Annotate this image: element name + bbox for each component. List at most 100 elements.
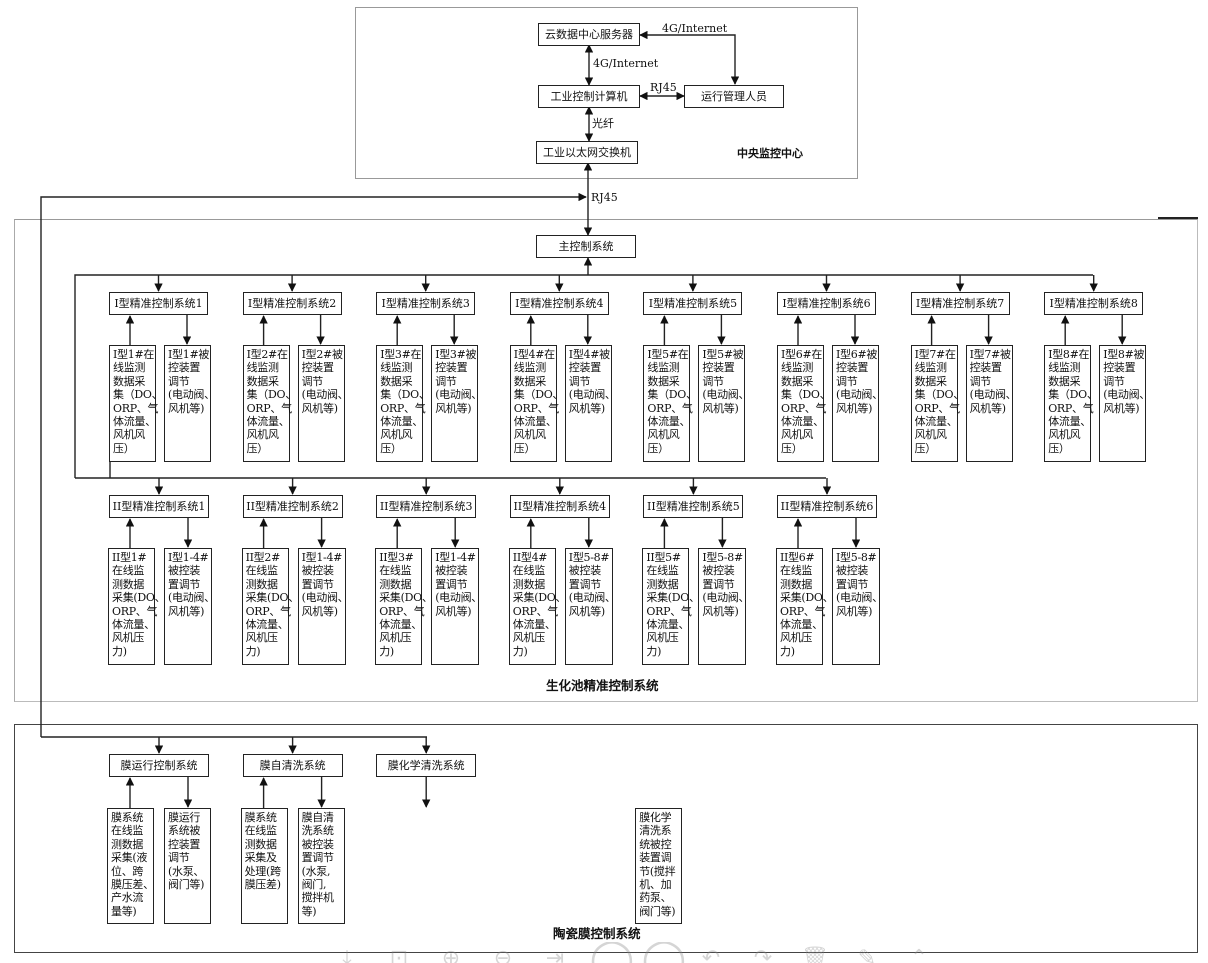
type1-system-box-label: I型精准控制系统7 (915, 296, 1005, 310)
central-monitoring-frame (355, 7, 858, 179)
type1-system-box-label: I型精准控制系统8 (1049, 296, 1138, 310)
type1-actuator-box: I型8#被 控装置 调节 (电动阀、 风机等) (1099, 345, 1150, 462)
type1-actuator-box: I型7#被 控装置 调节 (电动阀、 风机等) (965, 345, 1017, 462)
type1-sensor-box-label: I型7#在 线监测 数据采 集（DO、 ORP、气 体流量、 风机风 压） (914, 348, 965, 455)
membrane-sensor-box-label: 膜系统 在线监 测数据 采集(液 位、跨 膜压差、 产水流 量等) (111, 811, 154, 918)
type2-sensor-box: II型4# 在线监 测数据 采集(DO、 ORP、气 体流量、 风机压 力) (508, 548, 566, 665)
type2-system-box-label: II型精准控制系统4 (513, 499, 607, 513)
type1-actuator-box-label: I型6#被 控装置 调节 (电动阀、 风机等) (836, 348, 883, 415)
link-label-cloud-ops: 4G/Internet (662, 22, 728, 35)
type1-sensor-box-label: I型8#在 线监测 数据采 集（DO、 ORP、气 体流量、 风机风 压） (1048, 348, 1098, 455)
download-icon[interactable]: ⤓ (342, 946, 352, 963)
type1-system-box-label: I型精准控制系统5 (648, 296, 738, 310)
undo-icon[interactable]: ↶ (701, 946, 721, 963)
scroll-up-icon[interactable]: ⌃ (909, 946, 929, 963)
delete-icon[interactable]: 🗑 (801, 946, 829, 963)
type1-actuator-box-label: I型1#被 控装置 调节 (电动阀、 风机等) (168, 348, 215, 415)
type1-system-box-label: I型精准控制系统4 (515, 296, 604, 310)
type1-actuator-box-label: I型5#被 控装置 调节 (电动阀、 风机等) (702, 348, 750, 415)
type2-actuator-box: I型1-4# 被控装 置调节 (电动阀、 风机等) (431, 548, 482, 665)
type1-system-box-label: I型精准控制系统1 (114, 296, 203, 310)
type1-sensor-box: I型5#在 线监测 数据采 集（DO、 ORP、气 体流量、 风机风 压） (643, 345, 697, 462)
operators-box: 运行管理人员 (684, 85, 784, 108)
type1-system-box: I型精准控制系统5 (643, 292, 743, 315)
type1-system-box: I型精准控制系统7 (910, 292, 1010, 315)
main-control-label: 主控制系统 (558, 239, 614, 253)
membrane-actuator-box: 膜运行 系统被 控装置 调节 (水泵、 阀门等) (164, 808, 211, 924)
rotate-left-icon[interactable]: ◯ (589, 942, 635, 963)
type2-sensor-box-label: II型2# 在线监 测数据 采集(DO、 ORP、气 体流量、 风机压 力) (245, 551, 300, 658)
type1-system-box: I型精准控制系统4 (509, 292, 609, 315)
type1-system-box-label: I型精准控制系统3 (381, 296, 470, 310)
type1-actuator-box-label: I型2#被 控装置 调节 (电动阀、 风机等) (301, 348, 349, 415)
type1-system-box: I型精准控制系统8 (1044, 292, 1144, 315)
membrane-actuator-box-label: 膜化学 清洗系 统被控 装置调 节(搅拌 机、加 药泵、 阀门等) (639, 811, 676, 918)
type2-actuator-box: I型5-8# 被控装 置调节 (电动阀、 风机等) (564, 548, 616, 665)
membrane-system-box-label: 膜运行控制系统 (120, 758, 198, 772)
type2-system-box-label: II型精准控制系统6 (780, 499, 874, 513)
central-section-label: 中央监控中心 (737, 147, 803, 160)
membrane-actuator-box-label: 膜运行 系统被 控装置 调节 (水泵、 阀门等) (168, 811, 205, 892)
membrane-system-box: 膜化学清洗系统 (376, 754, 477, 777)
type2-actuator-box: I型1-4# 被控装 置调节 (电动阀、 风机等) (297, 548, 349, 665)
type1-actuator-box-label: I型4#被 控装置 调节 (电动阀、 风机等) (568, 348, 616, 415)
membrane-system-box-label: 膜自清洗系统 (259, 758, 326, 772)
redo-icon[interactable]: ↷ (753, 946, 773, 963)
type1-sensor-box: I型3#在 线监测 数据采 集（DO、 ORP、气 体流量、 风机风 压） (376, 345, 430, 462)
type2-sensor-box: II型5# 在线监 测数据 采集(DO、 ORP、气 体流量、 风机压 力) (642, 548, 700, 665)
type2-sensor-box-label: II型3# 在线监 测数据 采集(DO、 ORP、气 体流量、 风机压 力) (379, 551, 433, 658)
membrane-section-label: 陶瓷膜控制系统 (553, 926, 641, 941)
rotate-right-icon[interactable]: ◯ (641, 942, 687, 963)
type2-system-box: II型精准控制系统5 (643, 495, 744, 518)
type1-system-box-label: I型精准控制系统2 (247, 296, 337, 310)
type2-system-box: II型精准控制系统1 (109, 495, 209, 518)
membrane-frame (14, 724, 1198, 953)
type2-actuator-box-label: I型1-4# 被控装 置调节 (电动阀、 风机等) (168, 551, 215, 618)
membrane-system-box: 膜运行控制系统 (109, 754, 209, 777)
type2-system-box-label: II型精准控制系统3 (379, 499, 473, 513)
ipc-box: 工业控制计算机 (538, 85, 640, 108)
membrane-system-box: 膜自清洗系统 (242, 754, 343, 777)
type2-actuator-box-label: I型1-4# 被控装 置调节 (电动阀、 风机等) (301, 551, 349, 618)
link-label-ipc-ops: RJ45 (650, 81, 677, 94)
type1-sensor-box: I型1#在 线监测 数据采 集（DO、 ORP、气 体流量、 风机风 压） (109, 345, 163, 462)
type1-system-box: I型精准控制系统3 (376, 292, 476, 315)
type1-actuator-box-label: I型3#被 控装置 调节 (电动阀、 风机等) (435, 348, 482, 415)
type2-actuator-box-label: I型5-8# 被控装 置调节 (电动阀、 风机等) (568, 551, 616, 618)
switch-box: 工业以太网交换机 (536, 141, 638, 164)
type2-sensor-box-label: II型6# 在线监 测数据 采集(DO、 ORP、气 体流量、 风机压 力) (780, 551, 834, 658)
type1-system-box: I型精准控制系统1 (109, 292, 208, 315)
next-page-icon[interactable]: ⇥ (545, 946, 565, 963)
edit-icon[interactable]: ✎ (857, 946, 877, 963)
type1-sensor-box-label: I型6#在 线监测 数据采 集（DO、 ORP、气 体流量、 风机风 压） (781, 348, 831, 455)
bio-section-label: 生化池精准控制系统 (546, 678, 659, 693)
type2-sensor-box: II型2# 在线监 测数据 采集(DO、 ORP、气 体流量、 风机压 力) (241, 548, 299, 665)
main-control-box: 主控制系统 (536, 235, 636, 258)
membrane-actuator-box: 膜自清 洗系统 被控装 置调节 (水泵, 阀门, 搅拌机 等) (297, 808, 345, 924)
type1-system-box: I型精准控制系统6 (777, 292, 876, 315)
type1-sensor-box: I型4#在 线监测 数据采 集（DO、 ORP、气 体流量、 风机风 压） (509, 345, 563, 462)
type1-sensor-box: I型2#在 线监测 数据采 集（DO、 ORP、气 体流量、 风机风 压） (242, 345, 296, 462)
type1-system-box-label: I型精准控制系统6 (782, 296, 871, 310)
type1-sensor-box-label: I型3#在 线监测 数据采 集（DO、 ORP、气 体流量、 风机风 压） (380, 348, 430, 455)
type2-system-box: II型精准控制系统6 (777, 495, 877, 518)
fit-page-icon[interactable]: ⊡ (389, 946, 409, 963)
type2-sensor-box: II型3# 在线监 测数据 采集(DO、 ORP、气 体流量、 风机压 力) (375, 548, 433, 665)
zoom-in-icon[interactable]: ⊕ (441, 946, 461, 963)
type1-sensor-box: I型8#在 线监测 数据采 集（DO、 ORP、气 体流量、 风机风 压） (1044, 345, 1098, 462)
type2-actuator-box: I型1-4# 被控装 置调节 (电动阀、 风机等) (164, 548, 215, 665)
membrane-sensor-box: 膜系统 在线监 测数据 采集及 处理(跨 膜压差) (240, 808, 288, 924)
wire-rj45-loop (40, 192, 587, 737)
type2-system-box-label: II型精准控制系统1 (112, 499, 206, 513)
type1-actuator-box: I型3#被 控装置 调节 (电动阀、 风机等) (431, 345, 482, 462)
type1-actuator-box: I型6#被 控装置 调节 (电动阀、 风机等) (832, 345, 883, 462)
membrane-actuator-box: 膜化学 清洗系 统被控 装置调 节(搅拌 机、加 药泵、 阀门等) (635, 808, 683, 924)
type2-sensor-box-label: II型5# 在线监 测数据 采集(DO、 ORP、气 体流量、 风机压 力) (646, 551, 700, 658)
ipc-label: 工业控制计算机 (550, 89, 628, 103)
type2-system-box: II型精准控制系统2 (242, 495, 343, 518)
switch-label: 工业以太网交换机 (543, 145, 631, 159)
type1-actuator-box-label: I型7#被 控装置 调节 (电动阀、 风机等) (969, 348, 1017, 415)
zoom-out-icon[interactable]: ⊖ (493, 946, 513, 963)
type2-actuator-box: I型5-8# 被控装 置调节 (电动阀、 风机等) (698, 548, 749, 665)
link-label-switch-down: RJ45 (591, 191, 618, 204)
